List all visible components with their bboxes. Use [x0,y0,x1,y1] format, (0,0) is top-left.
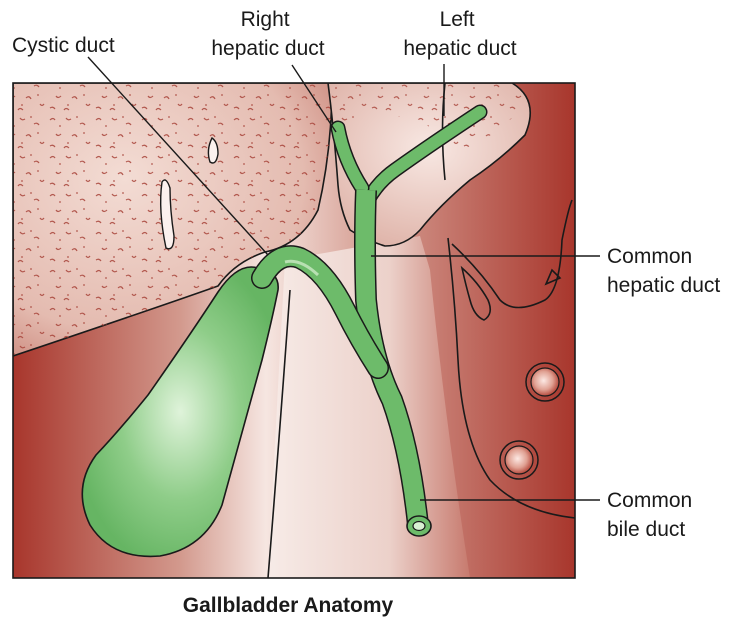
common-hepatic-duct-label: Common hepatic duct [607,245,720,297]
cystic-duct-label: Cystic duct [12,34,115,57]
left-hepatic-duct-label-line-2: hepatic duct [403,37,516,60]
right-hepatic-duct-label-line-2: hepatic duct [211,37,324,60]
common-hepatic-duct-label-line-1: Common [607,245,692,268]
diagram-caption: Gallbladder Anatomy [183,594,394,617]
vessel-lower [500,441,538,479]
common-bile-duct-label-line-1: Common [607,489,692,512]
vessel-upper [526,363,564,401]
common-bile-duct-label-line-2: bile duct [607,518,685,541]
left-hepatic-duct-label: Left hepatic duct [403,8,516,60]
common-bile-duct-label: Common bile duct [607,489,698,541]
left-hepatic-duct-label-line-1: Left [440,8,475,31]
anatomy-illustration [13,83,575,578]
right-hepatic-duct-label: Right hepatic duct [211,8,324,60]
common-hepatic-duct-label-line-2: hepatic duct [607,274,720,297]
right-hepatic-duct-label-line-1: Right [241,8,290,31]
